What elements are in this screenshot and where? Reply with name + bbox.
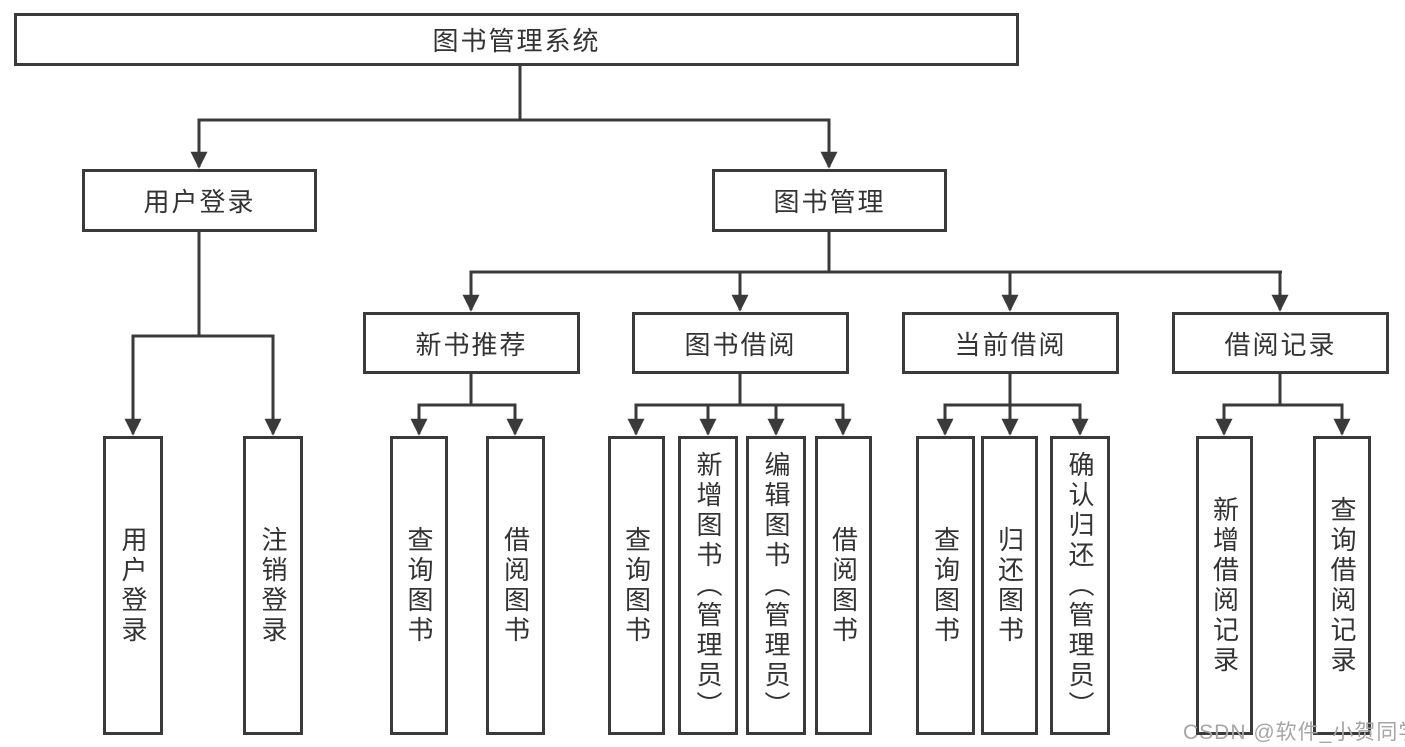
- node-label: 用户登录: [143, 187, 256, 217]
- node-label: 当前借阅: [954, 329, 1067, 360]
- connector-user-login-to-leaves: [124, 232, 282, 436]
- node-library-system: 图书管理系统: [14, 13, 1019, 66]
- node-borrowing-records: 借阅记录: [1172, 312, 1389, 374]
- node-leaf-confirm-return-admin: 确认归还（管理员）: [1050, 436, 1110, 735]
- node-label: 新书推荐: [415, 329, 528, 360]
- node-user-login: 用户登录: [82, 169, 317, 232]
- connector-root-to-level2: [190, 66, 838, 169]
- node-leaf-add-books-admin: 新增图书（管理员）: [678, 436, 738, 735]
- node-label: 新增借阅记录: [1209, 495, 1240, 676]
- node-label: 借阅图书: [828, 525, 859, 646]
- node-label: 归还图书: [994, 525, 1025, 646]
- node-label: 查询图书: [404, 525, 434, 646]
- connector-new-book-recommend-to-leaves: [410, 374, 524, 436]
- connector-current-borrowing-to-leaves: [936, 374, 1089, 436]
- node-label: 注销登录: [258, 525, 288, 646]
- node-label: 图书管理: [773, 187, 886, 217]
- node-leaf-query-books-current: 查询图书: [916, 436, 975, 735]
- node-new-book-recommend: 新书推荐: [363, 312, 580, 374]
- node-book-management: 图书管理: [712, 169, 947, 232]
- node-leaf-user-login: 用户登录: [103, 436, 163, 735]
- node-current-borrowing: 当前借阅: [902, 312, 1119, 374]
- node-leaf-logout: 注销登录: [243, 436, 303, 735]
- node-label: 查询图书: [621, 525, 652, 646]
- node-leaf-query-borrow-record: 查询借阅记录: [1313, 436, 1371, 735]
- node-label: 用户登录: [118, 525, 148, 646]
- node-leaf-return-books: 归还图书: [981, 436, 1038, 735]
- node-leaf-query-books-borrow: 查询图书: [608, 436, 665, 735]
- node-book-borrowing: 图书借阅: [632, 312, 849, 374]
- node-leaf-query-books-recommend: 查询图书: [390, 436, 448, 735]
- connector-book-management-to-level3: [462, 232, 1289, 312]
- connector-book-borrowing-to-leaves: [627, 374, 852, 436]
- node-label: 查询借阅记录: [1327, 495, 1357, 676]
- node-leaf-add-borrow-record: 新增借阅记录: [1196, 436, 1253, 735]
- node-label: 图书管理系统: [432, 26, 601, 56]
- node-label: 借阅图书: [500, 525, 531, 646]
- connector-borrowing-records-to-leaves: [1215, 374, 1351, 436]
- node-leaf-borrow-books-recommend: 借阅图书: [486, 436, 545, 735]
- csdn-watermark: CSDN @软件_小贺同学: [1183, 721, 1405, 744]
- node-leaf-borrow-books: 借阅图书: [815, 436, 872, 735]
- node-label: 新增图书（管理员）: [693, 450, 723, 721]
- node-label: 借阅记录: [1224, 329, 1337, 360]
- node-label: 编辑图书（管理员）: [761, 450, 791, 721]
- node-label: 确认归还（管理员）: [1065, 450, 1095, 721]
- node-label: 图书借阅: [684, 329, 797, 360]
- node-leaf-edit-books-admin: 编辑图书（管理员）: [746, 436, 806, 735]
- node-label: 查询图书: [930, 525, 961, 646]
